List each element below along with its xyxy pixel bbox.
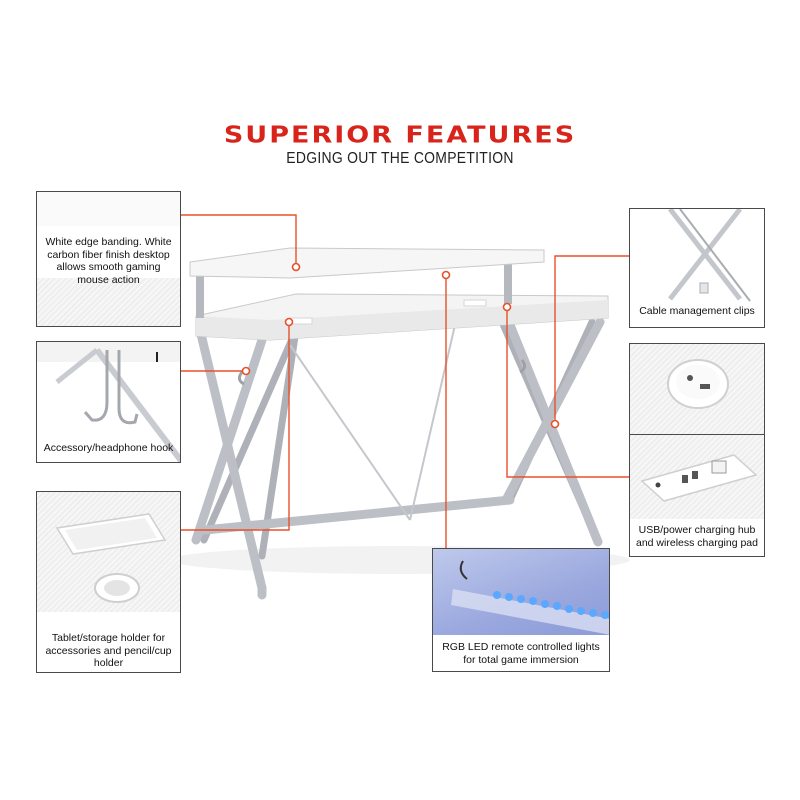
- callout-cable-clips-text: Cable management clips: [639, 305, 755, 317]
- page-title: SUPERIOR FEATURES: [223, 122, 577, 149]
- callout-storage-holder: Tablet/storage holder for accessories an…: [36, 491, 181, 673]
- page-subtitle: EDGING OUT THE COMPETITION: [286, 150, 514, 167]
- callout-storage-holder-text: Tablet/storage holder for accessories an…: [45, 632, 172, 669]
- callout-led-lights: RGB LED remote controlled lights for tot…: [432, 548, 610, 672]
- cable-clip-icon: [668, 209, 751, 302]
- callout-led-lights-text: RGB LED remote controlled lights for tot…: [442, 641, 600, 666]
- callout-edge-banding: White edge banding. White carbon fiber f…: [36, 191, 181, 327]
- wireless-charging-pad-icon: [667, 359, 729, 409]
- callout-cable-clips: Cable management clips: [629, 208, 765, 328]
- callout-headphone-hook-text: Accessory/headphone hook: [43, 442, 174, 454]
- callout-charging-hub: USB/power charging hub and wireless char…: [629, 343, 765, 557]
- callout-charging-hub-text: USB/power charging hub and wireless char…: [636, 524, 758, 549]
- led-strip-icon: [451, 560, 609, 635]
- callout-headphone-hook: Accessory/headphone hook: [36, 341, 181, 463]
- callout-edge-banding-text: White edge banding. White carbon fiber f…: [45, 236, 172, 286]
- usb-power-hub-icon: [640, 454, 758, 502]
- storage-tray-icon: [55, 513, 167, 603]
- headphone-hook-icon: [37, 342, 180, 462]
